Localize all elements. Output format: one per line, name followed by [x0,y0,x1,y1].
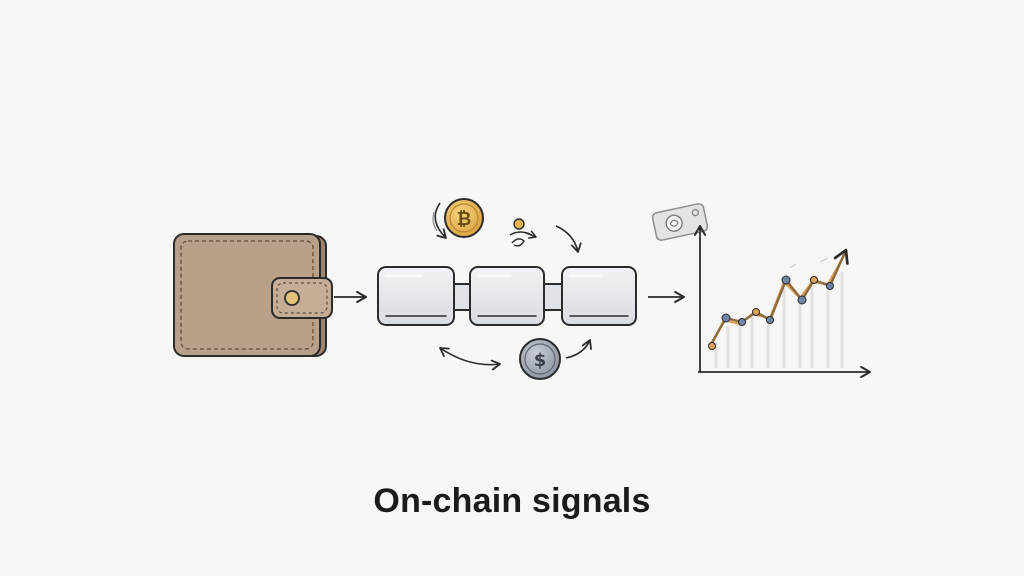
chart-point [797,295,807,305]
wallet-clasp-icon [284,290,300,306]
growth-chart-icon [693,224,872,379]
transfer-icon [509,218,537,247]
chart-point [766,316,774,324]
arrow-coin-swap-left [439,347,501,371]
diagram-caption: On-chain signals [373,482,651,520]
arrow-coin-cycle-left [434,202,447,239]
chart-bars [714,272,844,368]
chart-point [708,342,716,350]
bitcoin-symbol: ₿ [457,209,472,230]
chart-point [721,313,731,323]
arrow-transfer-right [555,225,582,253]
chart-point [810,276,818,284]
block-3 [561,266,637,326]
block-2 [469,266,545,326]
bitcoin-coin-icon: ₿ [444,198,484,238]
chart-points [708,275,834,350]
chart-point [752,308,760,316]
blockchain-icon [377,266,637,326]
block-1 [377,266,455,326]
silver-coin-icon: $ [519,338,561,380]
chart-point [738,318,746,326]
price-tag-icon [651,203,709,241]
chart-point [781,275,791,285]
chart-trend-line [708,248,849,347]
wallet-icon [173,233,333,357]
silver-coin-symbol: $ [534,350,547,371]
arrow-coin-swap-right [565,339,592,359]
chart-point [826,282,834,290]
